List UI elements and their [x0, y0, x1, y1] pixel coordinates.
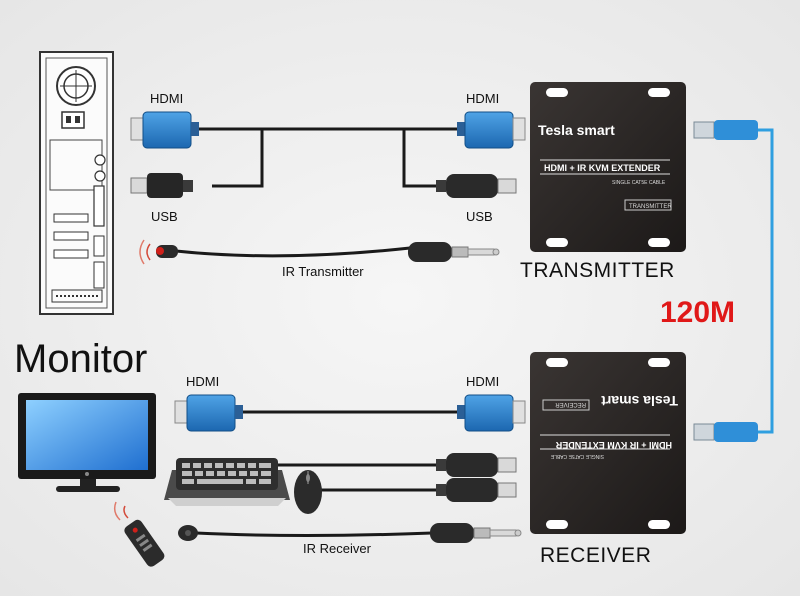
ir-receiver-label: IR Receiver [303, 541, 371, 556]
distance-label: 120M [660, 296, 736, 329]
hdmi-label-right-bottom: HDMI [466, 374, 500, 389]
transmitter-device [530, 82, 686, 252]
rx-product-name: HDMI + IR KVM EXTENDER [555, 440, 672, 450]
monitor-label: Monitor [14, 337, 148, 381]
hdmi-plug-left-bottom [174, 394, 243, 432]
tx-cables [175, 127, 462, 258]
receiver-device [530, 352, 686, 534]
monitor-icon [18, 393, 156, 492]
hdmi-plug-left-top [130, 111, 199, 149]
usb-plug-right [436, 174, 517, 198]
mouse-icon [294, 470, 322, 514]
hdmi-label-right-top: HDMI [466, 91, 500, 106]
hdmi-label-left-top: HDMI [150, 91, 184, 106]
cat5e-cable [693, 120, 774, 442]
keyboard-icon [164, 458, 290, 506]
audio-jack-bottom [430, 523, 522, 543]
usb-plug-mouse [436, 478, 517, 502]
tx-product-name: HDMI + IR KVM EXTENDER [544, 163, 661, 173]
transmitter-label: TRANSMITTER [520, 259, 675, 282]
ir-receiver-icon [178, 525, 198, 541]
tx-tag: TRANSMITTER [629, 204, 672, 210]
hdmi-label-left-bottom: HDMI [186, 374, 220, 389]
rx-brand: Tesla smart [601, 393, 678, 409]
remote-control-icon [113, 501, 165, 567]
usb-plug-left [130, 173, 193, 198]
rx-cable-type: SINGLE CAT5E CABLE [550, 453, 604, 459]
usb-label-right: USB [466, 209, 493, 224]
hdmi-plug-right-bottom [457, 394, 526, 432]
receiver-label: RECEIVER [540, 544, 652, 567]
ir-transmitter-icon [139, 239, 178, 265]
hdmi-plug-right-top [457, 111, 526, 149]
tx-cable-type: SINGLE CAT5E CABLE [612, 180, 666, 186]
tx-brand: Tesla smart [538, 122, 615, 138]
usb-plug-keyboard [436, 453, 517, 477]
rx-tag: RECEIVER [555, 401, 586, 407]
rx-cables [195, 410, 462, 537]
usb-label-left: USB [151, 209, 178, 224]
pc-tower-icon [39, 51, 114, 315]
audio-jack-top [408, 242, 500, 262]
ir-transmitter-label: IR Transmitter [282, 264, 364, 279]
